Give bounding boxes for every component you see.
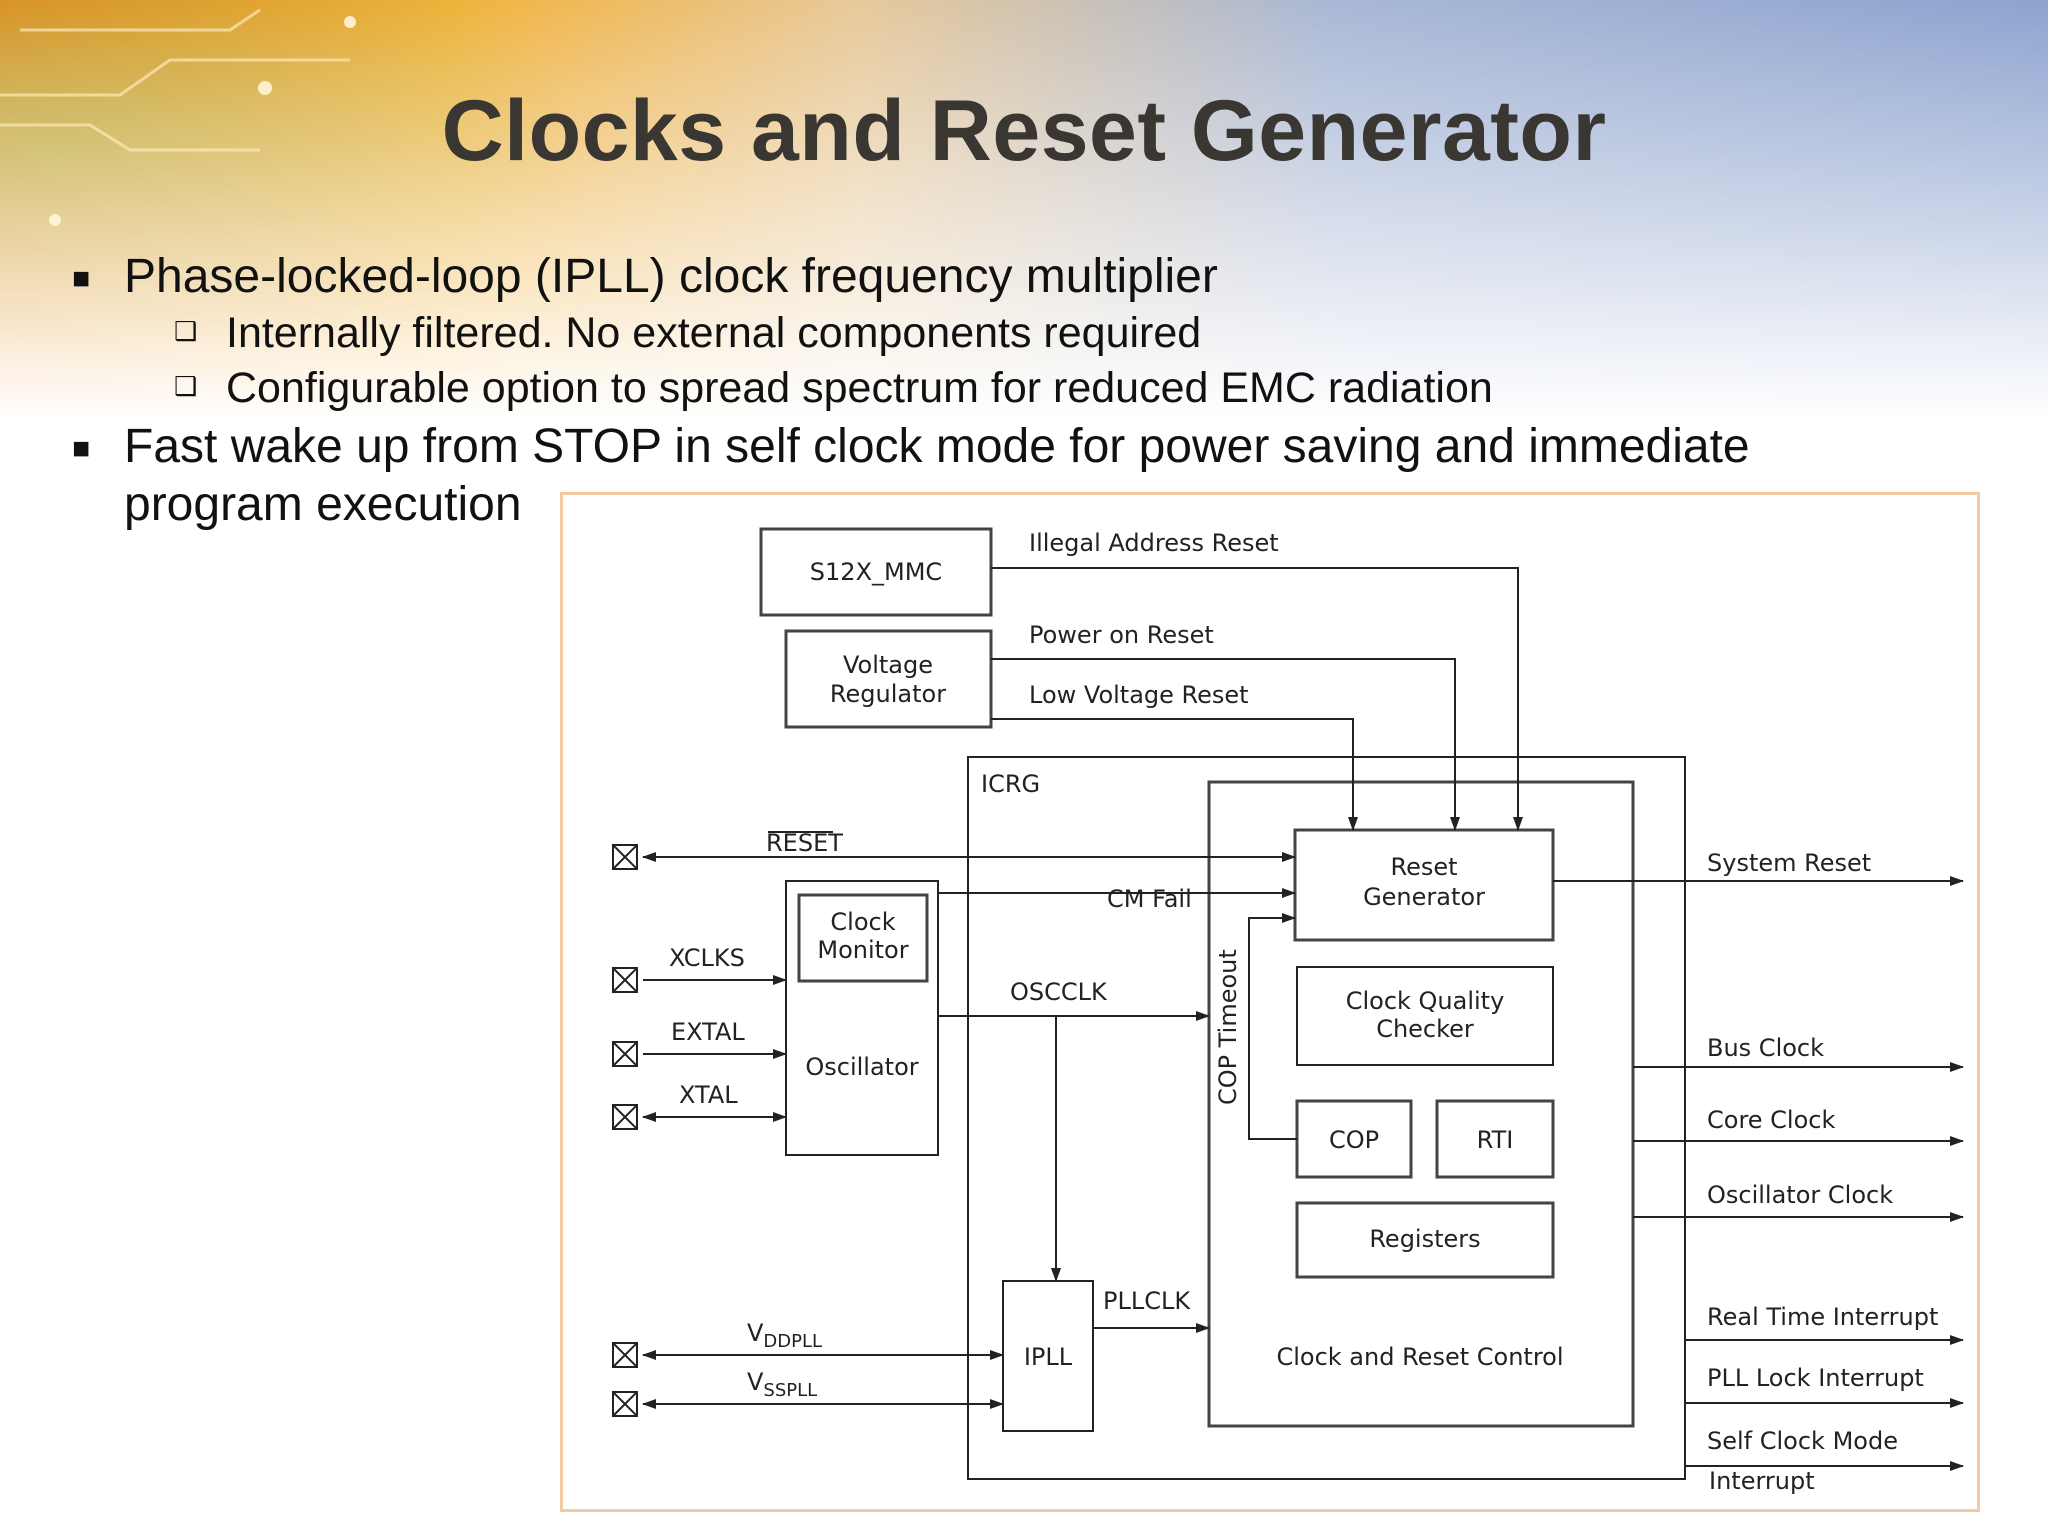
clock-reset-control-block bbox=[1207, 780, 1635, 1428]
pin-xtal-icon bbox=[612, 1104, 638, 1130]
mmc-label: S12X_MMC bbox=[810, 558, 942, 586]
registers-label: Registers bbox=[1369, 1225, 1480, 1253]
cop-timeout-label: COP Timeout bbox=[1214, 949, 1242, 1105]
pin-reset-icon bbox=[612, 844, 638, 870]
square-bullet-icon: ■ bbox=[72, 262, 91, 295]
self-clock-mode-label-line1: Self Clock Mode bbox=[1707, 1427, 1898, 1455]
reset-pin-label: RESET bbox=[766, 829, 843, 857]
oscclk-label: OSCCLK bbox=[1010, 978, 1108, 1006]
block-diagram: S12X_MMC Voltage Regulator ICRG Reset Ge… bbox=[612, 527, 1964, 1495]
cop-label: COP bbox=[1329, 1126, 1379, 1154]
cop-block bbox=[1295, 1099, 1413, 1179]
ipll-block bbox=[1002, 1280, 1094, 1432]
voltage-regulator-block bbox=[784, 629, 993, 729]
pin-vddpll-icon bbox=[612, 1342, 638, 1368]
bullet-text-continued: program execution bbox=[124, 478, 522, 531]
pllclk-label: PLLCLK bbox=[1103, 1287, 1191, 1315]
pin-vsspll-icon bbox=[612, 1391, 638, 1417]
vreg-label-line2: Regulator bbox=[830, 680, 946, 708]
sub-bullet-text: Configurable option to spread spectrum f… bbox=[226, 364, 1493, 412]
vddpll-label: VDDPLL bbox=[747, 1319, 822, 1352]
bullet-item: ■ Phase-locked-loop (IPLL) clock frequen… bbox=[72, 248, 1972, 306]
extal-label: EXTAL bbox=[671, 1018, 745, 1046]
cm-fail-label: CM Fail bbox=[1107, 885, 1192, 913]
power-on-reset-label: Power on Reset bbox=[1029, 621, 1214, 649]
reset-gen-label-line1: Reset bbox=[1390, 853, 1457, 881]
vsspll-label: VSSPLL bbox=[747, 1368, 817, 1401]
ipll-label: IPLL bbox=[1024, 1343, 1073, 1371]
pll-lock-interrupt-label: PLL Lock Interrupt bbox=[1707, 1364, 1924, 1392]
reset-generator-block bbox=[1293, 828, 1555, 942]
rti-label: RTI bbox=[1477, 1126, 1514, 1154]
xclks-label: XCLKS bbox=[669, 944, 745, 972]
self-clock-mode-label-line2: Interrupt bbox=[1709, 1467, 1815, 1495]
pin-extal-icon bbox=[612, 1041, 638, 1067]
bus-clock-label: Bus Clock bbox=[1707, 1034, 1824, 1062]
bullet-text: Phase-locked-loop (IPLL) clock frequency… bbox=[124, 250, 1218, 303]
system-reset-label: System Reset bbox=[1707, 849, 1871, 877]
oscillator-clock-label: Oscillator Clock bbox=[1707, 1181, 1893, 1209]
clock-monitor-label-line1: Clock bbox=[830, 908, 895, 936]
clock-monitor-label-line2: Monitor bbox=[817, 936, 908, 964]
pin-xclks-icon bbox=[612, 967, 638, 993]
sub-bullet-item: ❑ Configurable option to spread spectrum… bbox=[72, 361, 1972, 416]
bullet-text: Fast wake up from STOP in self clock mod… bbox=[124, 420, 1750, 473]
rti-interrupt-label: Real Time Interrupt bbox=[1707, 1303, 1938, 1331]
registers-block bbox=[1295, 1201, 1555, 1279]
cqc-label-line1: Clock Quality bbox=[1346, 987, 1505, 1015]
illegal-address-reset-label: Illegal Address Reset bbox=[1029, 529, 1279, 557]
block-diagram-frame: S12X_MMC Voltage Regulator ICRG Reset Ge… bbox=[560, 492, 1980, 1512]
core-clock-label: Core Clock bbox=[1707, 1106, 1835, 1134]
hollow-square-bullet-icon: ❑ bbox=[174, 371, 198, 401]
reset-gen-label-line2: Generator bbox=[1363, 883, 1485, 911]
icrg-label: ICRG bbox=[981, 770, 1040, 798]
low-voltage-reset-label: Low Voltage Reset bbox=[1029, 681, 1249, 709]
slide-title: Clocks and Reset Generator bbox=[441, 83, 1607, 179]
oscillator-label: Oscillator bbox=[805, 1053, 918, 1081]
sub-bullet-item: ❑ Internally filtered. No external compo… bbox=[72, 306, 1972, 361]
icrg-block bbox=[967, 756, 1686, 1480]
square-bullet-icon: ■ bbox=[72, 432, 91, 465]
mmc-block bbox=[759, 527, 993, 617]
rti-block bbox=[1435, 1099, 1555, 1179]
hollow-square-bullet-icon: ❑ bbox=[174, 316, 198, 346]
crc-label: Clock and Reset Control bbox=[1276, 1343, 1563, 1371]
clock-monitor-block bbox=[797, 893, 929, 983]
bullet-item: ■ Fast wake up from STOP in self clock m… bbox=[72, 418, 1972, 534]
clock-quality-checker-block bbox=[1296, 966, 1554, 1066]
vreg-label-line1: Voltage bbox=[843, 651, 933, 679]
bullet-list: ■ Phase-locked-loop (IPLL) clock frequen… bbox=[72, 248, 1972, 534]
xtal-label: XTAL bbox=[679, 1081, 738, 1109]
sub-bullet-text: Internally filtered. No external compone… bbox=[226, 309, 1202, 357]
cqc-label-line2: Checker bbox=[1376, 1015, 1474, 1043]
